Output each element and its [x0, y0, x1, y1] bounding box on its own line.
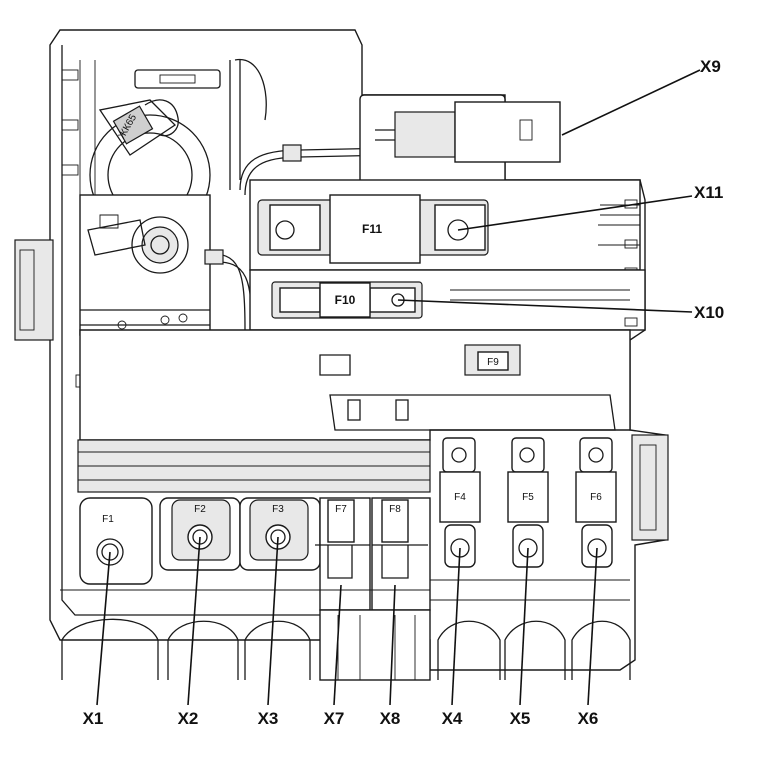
fuse-f1: F1 [79, 497, 153, 585]
svg-text:F7: F7 [335, 504, 347, 515]
fuse-f10-label: F10 [335, 293, 356, 307]
f10-assembly: F10 [249, 269, 646, 331]
svg-text:F2: F2 [194, 504, 206, 515]
svg-text:F8: F8 [389, 504, 401, 515]
fuse-f4: F4 [439, 437, 481, 568]
callout-x11: X11 [694, 183, 723, 202]
callout-x2: X2 [178, 709, 199, 728]
svg-text:F3: F3 [272, 504, 284, 515]
callout-x10: X10 [694, 303, 724, 322]
fuse-f3: F3 [239, 497, 321, 571]
callout-x7: X7 [324, 709, 345, 728]
callout-x3: X3 [258, 709, 279, 728]
svg-text:F6: F6 [590, 492, 602, 503]
main-stud [79, 194, 211, 336]
bottom-callouts: X1 X2 X3 X7 X8 X4 X5 X6 [83, 709, 599, 728]
fuse-f6: F6 [575, 437, 617, 568]
callout-x1: X1 [83, 709, 104, 728]
fuse-f5: F5 [507, 437, 549, 568]
callout-x4: X4 [442, 709, 463, 728]
fuse-f2: F2 [159, 497, 241, 571]
callout-x9: X9 [700, 57, 721, 76]
callout-x6: X6 [578, 709, 599, 728]
middle-plate: F9 [79, 329, 631, 441]
fuse-f11-label: F11 [362, 222, 382, 236]
fuse-f8: F8 [371, 497, 431, 611]
right-callouts: X9 X11 X10 [694, 57, 724, 322]
svg-text:F5: F5 [522, 492, 534, 503]
svg-text:F1: F1 [102, 514, 114, 525]
x9-connector [359, 94, 561, 186]
leader-lines [96, 69, 701, 706]
svg-text:F4: F4 [454, 492, 466, 503]
callout-x5: X5 [510, 709, 531, 728]
f11-assembly: F11 [249, 179, 641, 277]
bus-bar [77, 439, 431, 493]
fuse-f7: F7 [315, 497, 371, 611]
fuse-f9-label: F9 [487, 357, 499, 368]
callout-x8: X8 [380, 709, 401, 728]
cable-arches [60, 579, 631, 681]
